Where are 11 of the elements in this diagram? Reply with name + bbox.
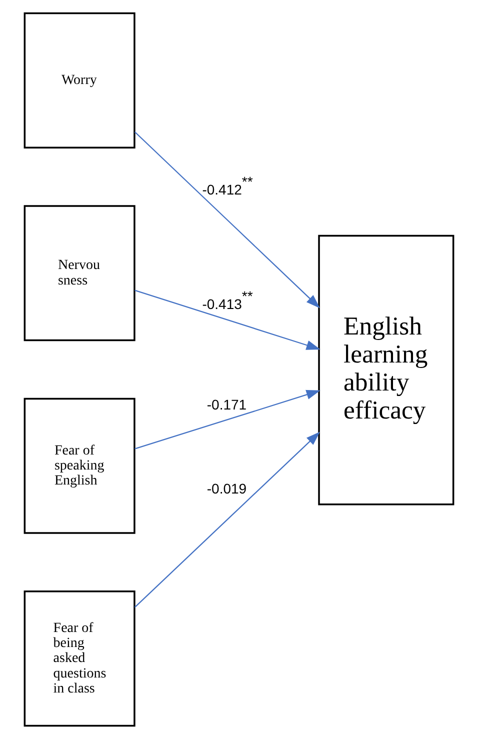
node-box: Worry <box>23 12 135 148</box>
edge-label: -0.019 <box>206 480 246 496</box>
edge-label: -0.171 <box>206 396 246 412</box>
arrow <box>134 390 320 450</box>
node-box: English learning ability efficacy <box>318 234 454 506</box>
node-box: Fear of being asked questions in class <box>23 590 135 727</box>
arrow <box>134 131 320 308</box>
arrow <box>134 290 320 350</box>
arrow <box>134 432 320 608</box>
node-box: Fear of speaking English <box>23 398 135 534</box>
node-box: Nervou sness <box>23 205 135 342</box>
